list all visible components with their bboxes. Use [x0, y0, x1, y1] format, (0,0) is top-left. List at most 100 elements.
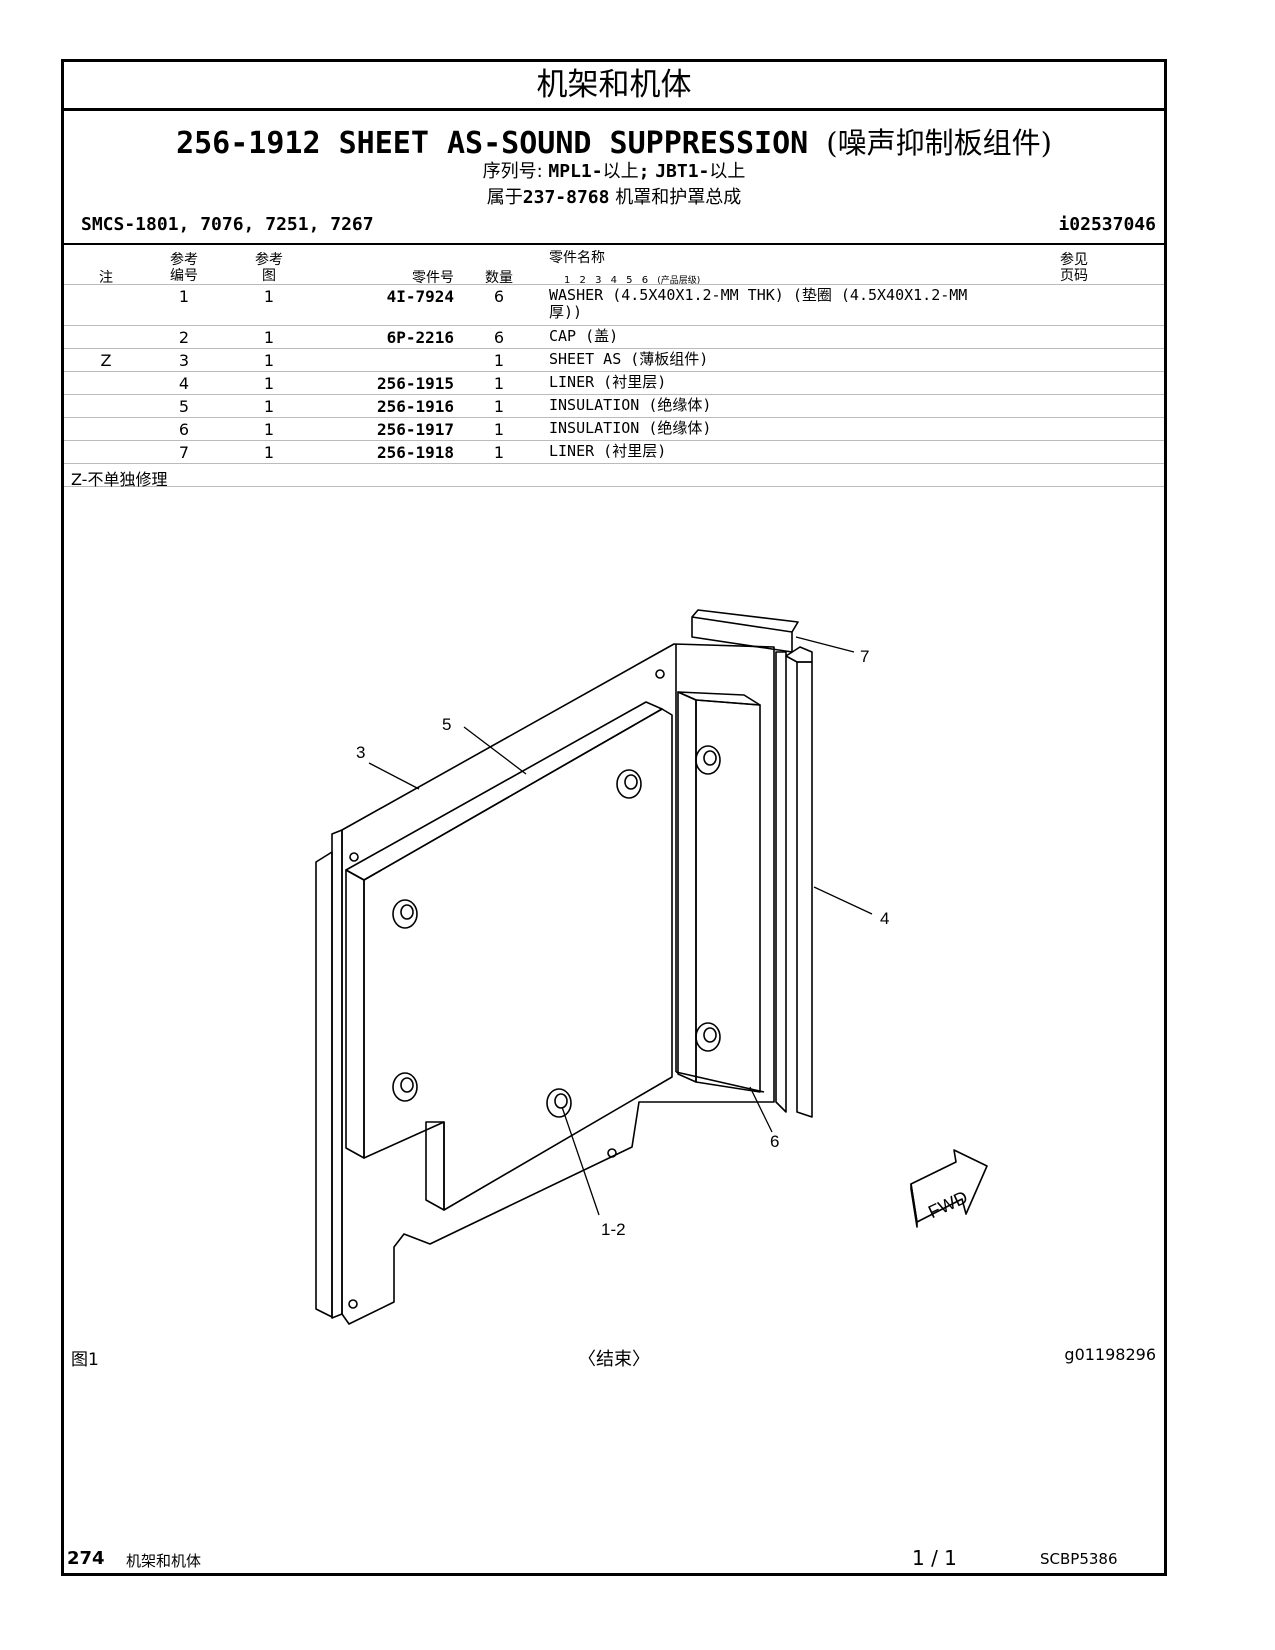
leader-4: [813, 886, 873, 915]
levels-note: (产品层级): [657, 276, 701, 286]
table-row: 1 1 4I-7924 6 WASHER (4.5X40X1.2-MM THK)…: [64, 284, 1164, 325]
sheet-edge: [331, 829, 343, 1319]
col-header-see-page-line2: 页码: [1060, 268, 1088, 284]
footer-code: SCBP5386: [1040, 1550, 1118, 1568]
liner-7-front: [796, 661, 813, 1118]
serial-label: 序列号:: [482, 161, 543, 182]
note-legend: Z-不单独修理: [64, 463, 1164, 489]
cell-part-name: LINER (衬里层): [549, 373, 667, 391]
col-header-see-page: 参见 页码: [1054, 252, 1094, 284]
serial-range-1: 以上: [602, 161, 639, 182]
title-name-cn: (噪声抑制板组件): [826, 126, 1052, 160]
insulation-6-side: [677, 691, 697, 1083]
col-header-ref-fig: 参考 图: [249, 252, 289, 284]
cell-part-name-line1: WASHER (4.5X40X1.2-MM THK) (垫圈 (4.5X40X1…: [549, 286, 968, 304]
callout-4: 4: [880, 909, 889, 928]
col-header-ref-no-line2: 编号: [170, 268, 198, 284]
cell-part-number: 4I-7924: [386, 287, 454, 306]
cell-ref: 2: [178, 328, 190, 347]
cell-qty: 6: [493, 287, 505, 306]
cell-part-name: SHEET AS (薄板组件): [549, 350, 709, 368]
cell-fig: 1: [263, 351, 275, 370]
cell-part-number: 256-1918: [376, 443, 454, 462]
belongs-line: 属于237-8768 机罩和护罩总成: [64, 183, 1164, 209]
callout-6: 6: [770, 1132, 779, 1151]
liner-7-block-top: [691, 609, 799, 633]
fwd-label: FWD: [925, 1187, 971, 1222]
col-header-levels: 1 2 3 4 5 6 (产品层级): [564, 273, 700, 286]
leader-7: [795, 636, 855, 653]
belongs-prefix: 属于: [486, 187, 523, 208]
levels-numbers: 1 2 3 4 5 6: [564, 275, 652, 286]
table-row: 2 1 6P-2216 6 CAP (盖): [64, 325, 1164, 348]
serial-prefix-2: JBT1-: [655, 161, 710, 182]
insulation-6-top: [677, 691, 761, 706]
cell-fig: 1: [263, 328, 275, 347]
cell-fig: 1: [263, 287, 275, 306]
callout-1-2: 1-2: [601, 1220, 626, 1239]
cell-ref: 4: [178, 374, 190, 393]
serial-range-2: 以上: [709, 161, 746, 182]
cell-part-number: 256-1916: [376, 397, 454, 416]
title-name: SHEET AS-SOUND SUPPRESSION: [338, 126, 809, 161]
cell-fig: 1: [263, 420, 275, 439]
figure-label: 图1: [71, 1350, 99, 1370]
cell-part-name-line2: 厚)): [549, 303, 583, 321]
cell-qty: 1: [493, 351, 505, 370]
leader-5: [463, 726, 527, 775]
cell-part-name: LINER (衬里层): [549, 442, 667, 460]
col-header-note: 注: [99, 270, 113, 286]
insulation-6-front: [695, 699, 761, 1093]
insulation-5-notch: [425, 1121, 445, 1211]
table-row: 6 1 256-1917 1 INSULATION (绝缘体): [64, 417, 1164, 440]
leader-1-2: [561, 1106, 600, 1216]
col-header-part-no: 零件号: [412, 270, 454, 286]
leader-3: [368, 762, 420, 790]
col-header-ref-fig-line2: 图: [262, 268, 276, 284]
cell-part-name: WASHER (4.5X40X1.2-MM THK) (垫圈 (4.5X40X1…: [549, 287, 967, 321]
cell-qty: 1: [493, 420, 505, 439]
cell-fig: 1: [263, 374, 275, 393]
footer-section: 机架和机体: [126, 1552, 202, 1570]
table-row: 7 1 256-1918 1 LINER (衬里层): [64, 440, 1164, 463]
serial-line: 序列号: MPL1-以上; JBT1-以上: [64, 157, 1164, 183]
cell-part-name: INSULATION (绝缘体): [549, 419, 712, 437]
cell-part-name: INSULATION (绝缘体): [549, 396, 712, 414]
col-header-qty: 数量: [485, 270, 513, 286]
note-legend-text: Z-不单独修理: [71, 470, 168, 489]
liner-7-block: [691, 616, 793, 653]
cell-qty: 6: [493, 328, 505, 347]
col-header-ref-no-line1: 参考: [170, 252, 198, 268]
cell-part-number: 6P-2216: [386, 328, 454, 347]
callout-3: 3: [356, 743, 365, 762]
insulation-5-side: [345, 869, 365, 1159]
callout-5: 5: [442, 715, 451, 734]
page-frame: 机架和机体 256-1912 SHEET AS-SOUND SUPPRESSIO…: [61, 59, 1167, 1576]
sheet-outline: [341, 643, 775, 1325]
washer-cap-set: [392, 745, 721, 1118]
insulation-5-front: [363, 708, 673, 1211]
exploded-view-illustration: 3 5 7 4 6 1-2 FWD: [315, 609, 988, 1325]
parts-table: 1 1 4I-7924 6 WASHER (4.5X40X1.2-MM THK)…: [64, 284, 1164, 489]
insulation-5-top: [345, 701, 663, 881]
sheet-flange-left: [315, 851, 333, 1318]
liner-7-top: [785, 646, 813, 663]
table-row: 5 1 256-1916 1 INSULATION (绝缘体): [64, 394, 1164, 417]
col-header-see-page-line1: 参见: [1060, 252, 1088, 268]
cell-ref: 6: [178, 420, 190, 439]
liner-4: [775, 651, 787, 1113]
document-id: i02537046: [1058, 214, 1156, 235]
cell-fig: 1: [263, 443, 275, 462]
col-header-ref-no: 参考 编号: [164, 252, 204, 284]
cell-note: Z: [100, 351, 112, 370]
col-header-part-name: 零件名称: [549, 250, 605, 266]
sheet-flange-edge: [675, 1071, 765, 1093]
cell-qty: 1: [493, 397, 505, 416]
smcs-codes: SMCS-1801, 7076, 7251, 7267: [81, 214, 374, 235]
table-row: 4 1 256-1915 1 LINER (衬里层): [64, 371, 1164, 394]
footer-page-count: 1 / 1: [912, 1546, 957, 1570]
cell-ref: 3: [178, 351, 190, 370]
cell-ref: 1: [178, 287, 190, 306]
leader-6: [749, 1086, 773, 1133]
cell-part-number: 256-1915: [376, 374, 454, 393]
